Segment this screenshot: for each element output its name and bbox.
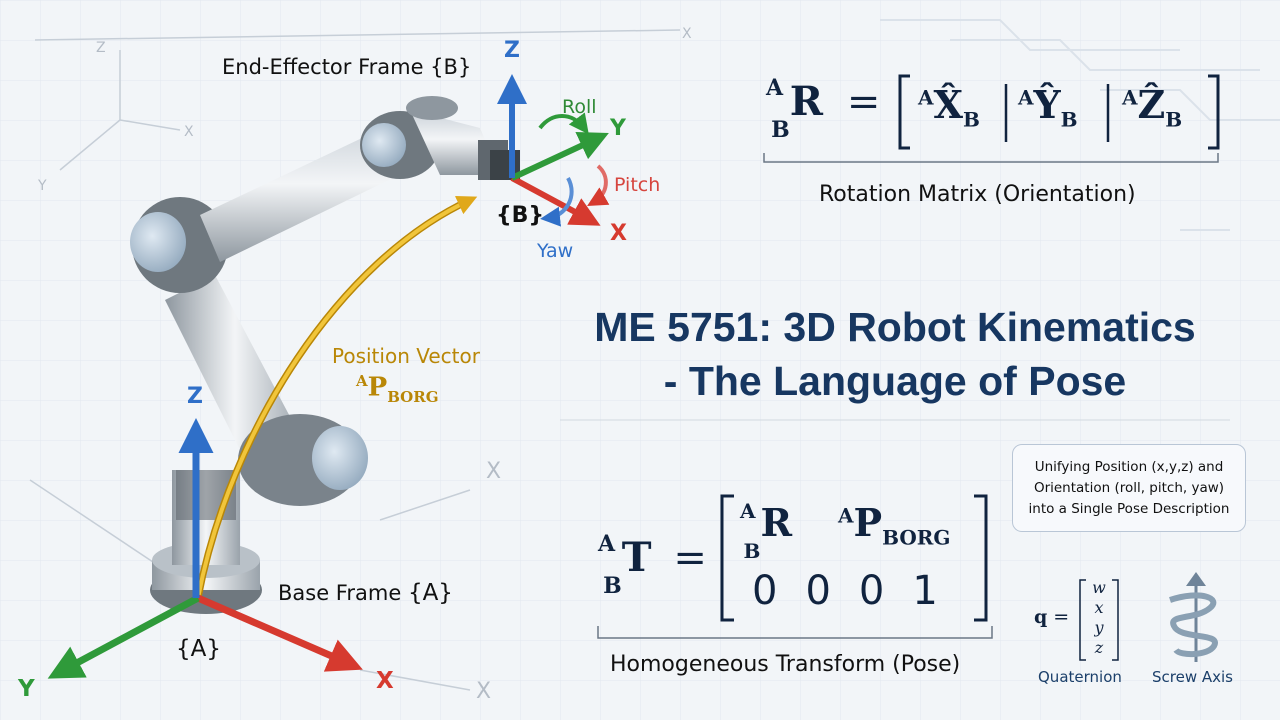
base-x-label: X — [376, 668, 394, 694]
page-title: ME 5751: 3D Robot Kinematics - The Langu… — [540, 300, 1250, 408]
quaternion-components: w x y z — [1090, 578, 1108, 658]
rotation-col-y: AŶB — [1018, 82, 1078, 132]
end-effector-frame-label: End-Effector Frame {B} — [222, 55, 471, 79]
quaternion-lhs: q= — [1034, 606, 1069, 628]
ee-z-label: Z — [504, 38, 520, 63]
yaw-label: Yaw — [537, 240, 573, 262]
transform-caption: Homogeneous Transform (Pose) — [610, 652, 960, 677]
base-z-label: Z — [187, 384, 203, 409]
frame-b-label: {B} — [496, 203, 544, 228]
rotation-matrix-caption: Rotation Matrix (Orientation) — [819, 182, 1136, 207]
pitch-label: Pitch — [614, 174, 660, 196]
rotation-col-x: AX̂B — [918, 82, 980, 132]
ee-y-axis — [512, 138, 598, 178]
base-y-label: Y — [18, 676, 35, 702]
position-vector-label: Position Vector — [332, 344, 480, 368]
rotation-col-z: AẐB — [1122, 82, 1182, 132]
rotation-matrix-equation: ABR = — [766, 78, 890, 125]
screw-axis-icon — [1170, 572, 1215, 662]
pose-summary-note: Unifying Position (x,y,z) and Orientatio… — [1012, 444, 1246, 532]
transform-position-block: APBORG — [838, 500, 951, 550]
ee-y-label: Y — [610, 116, 626, 141]
quaternion-caption: Quaternion — [1038, 668, 1122, 686]
transform-rotation-block: ABR — [740, 500, 792, 545]
frame-a-label: {A} — [176, 636, 221, 662]
screw-axis-caption: Screw Axis — [1152, 668, 1233, 686]
roll-label: Roll — [562, 96, 597, 118]
base-frame-label: Base Frame {A} — [278, 580, 453, 606]
ee-x-label: X — [610, 221, 627, 246]
transform-lhs: ABT = — [598, 534, 715, 581]
position-vector-symbol: APBORG — [356, 372, 439, 406]
pitch-arrow — [594, 166, 606, 202]
